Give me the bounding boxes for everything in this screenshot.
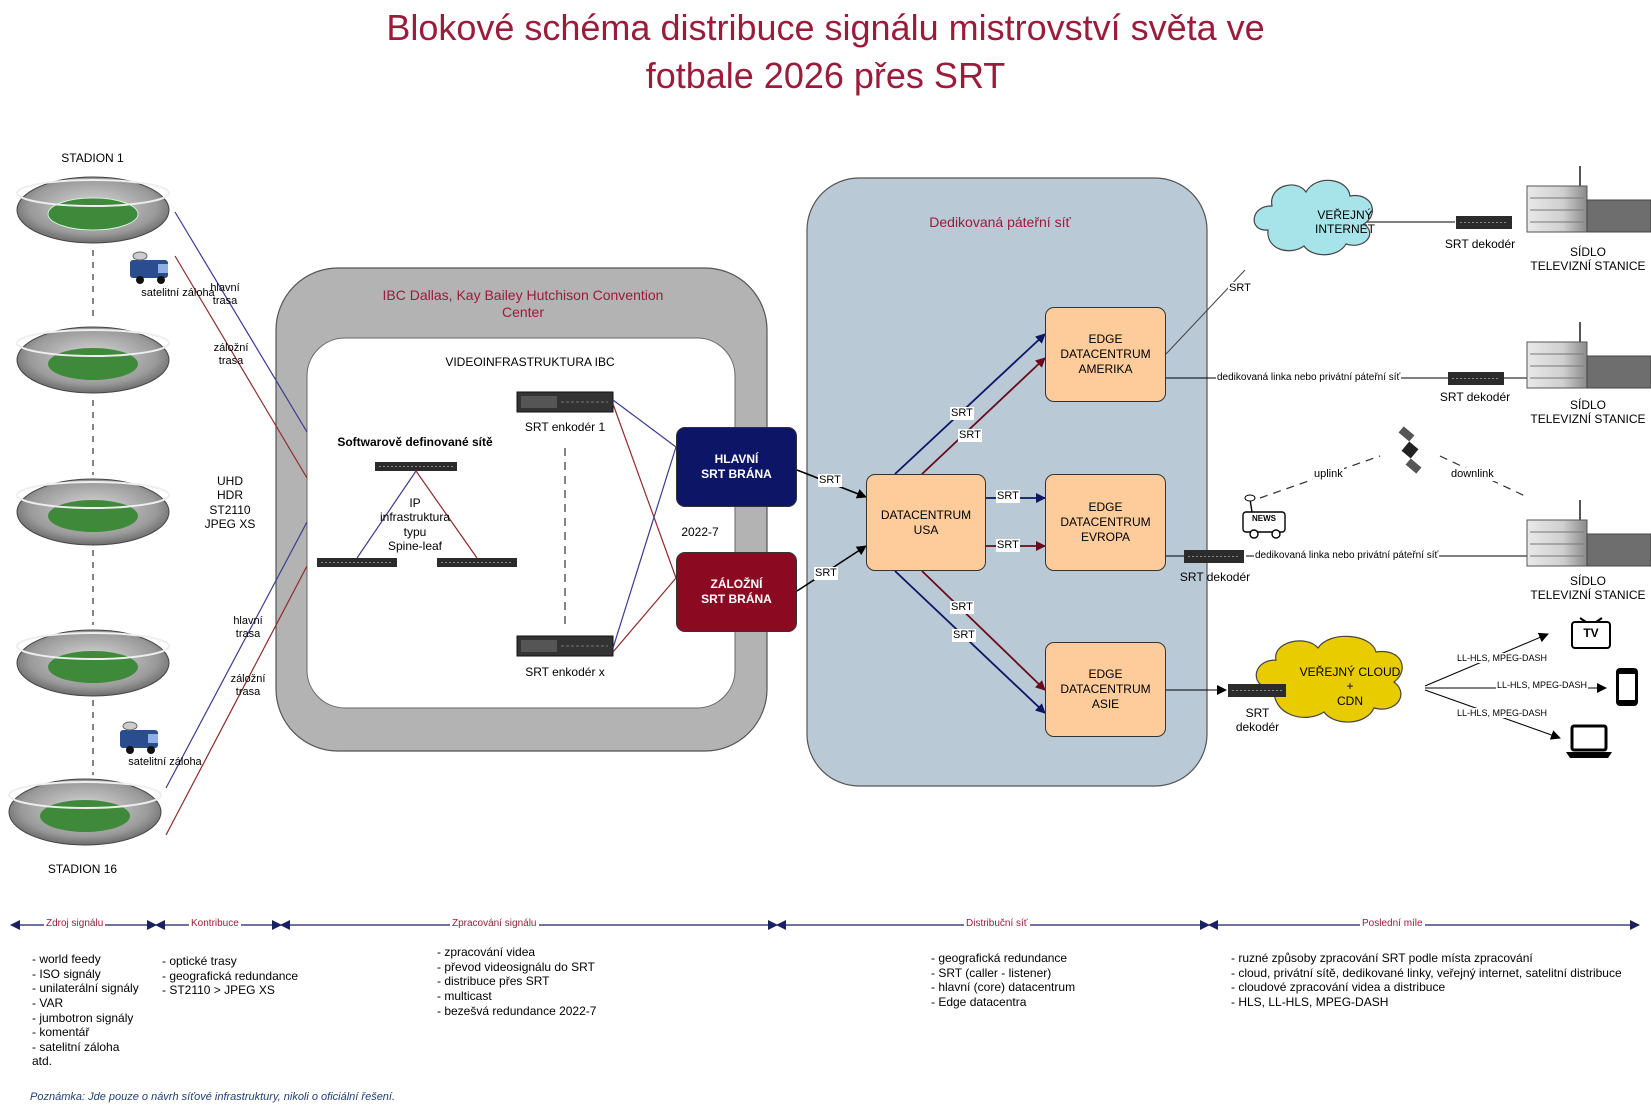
tv-station-building-icon-3 (1527, 500, 1651, 566)
srt-label-europe-backup: SRT (996, 539, 1020, 552)
phase-items-contribution: - optické trasy - geografická redundance… (162, 954, 298, 998)
srt-label-internet: SRT (1228, 282, 1252, 295)
tv-station-building-icon-1 (1527, 166, 1651, 232)
sdn-title: Softwarově definované sítě (330, 435, 500, 449)
srt-decoder-icon-dedicated (1448, 372, 1504, 385)
phase-label-last-mile: Poslední míle (1360, 918, 1425, 929)
srt-decoder-icon-asia (1228, 684, 1286, 697)
srt-encoder-x-label: SRT enkodér x (505, 665, 625, 679)
phase-label-source: Zdroj signálu (44, 918, 105, 929)
leaf-switch-left-icon (317, 558, 397, 567)
hls-label-laptop: LL-HLS, MPEG-DASH (1456, 708, 1548, 718)
phase-label-processing: Zpracování signálu (450, 918, 539, 929)
stadium-3-image (17, 479, 169, 545)
stadium-2-image (17, 327, 169, 393)
srt-decoder-label-dedicated: SRT dekodér (1425, 390, 1525, 404)
satellite-van-icon-bottom (120, 722, 158, 754)
srt-label-america-backup: SRT (958, 429, 982, 442)
phase-label-contribution: Kontribuce (189, 918, 241, 929)
srt-encoder-x-icon (517, 636, 613, 656)
dedicated-line-label-europe: dedikovaná linka nebo privátní páteřní s… (1254, 550, 1439, 562)
satellite-icon (1399, 426, 1422, 473)
srt-label-backup-gateway: SRT (814, 567, 838, 580)
phase-items-processing: - zpracování videa - převod videosignálu… (437, 945, 596, 1018)
satellite-backup-label-bottom: satelitní záloha (95, 756, 235, 769)
satellite-van-icon-top (130, 252, 168, 284)
news-van-label: NEWS (1245, 514, 1283, 524)
srt-label-america-main: SRT (950, 407, 974, 420)
stadium-16-label: STADION 16 (20, 862, 145, 876)
laptop-icon (1566, 726, 1612, 758)
stadium-1-label: STADION 1 (40, 151, 145, 165)
srt-label-europe-main: SRT (996, 490, 1020, 503)
public-cloud-cdn-label: VEŘEJNÝ CLOUD+CDN (1290, 665, 1410, 708)
redundancy-label: 2022-7 (670, 525, 730, 539)
hls-label-phone: LL-HLS, MPEG-DASH (1496, 680, 1588, 690)
stadium-16-image (9, 779, 161, 845)
phase-items-last-mile: - ruzné způsoby zpracování SRT podle mís… (1231, 951, 1622, 1010)
phase-label-distribution: Distribuční síť (964, 918, 1030, 929)
downlink-label: downlink (1450, 468, 1495, 481)
dedicated-line-label-america: dedikovaná linka nebo privátní páteřní s… (1216, 372, 1401, 384)
uplink-label: uplink (1313, 468, 1344, 481)
smartphone-icon (1616, 668, 1638, 706)
tv-icon-label: TV (1574, 626, 1608, 640)
spine-switch-icon (375, 462, 457, 471)
srt-decoder-label-europe: SRT dekodér (1165, 570, 1265, 584)
srt-label-asia-backup: SRT (950, 601, 974, 614)
srt-encoder-1-label: SRT enkodér 1 (505, 420, 625, 434)
ibc-inner-title: VIDEOINFRASTRUKTURA IBC (420, 355, 640, 369)
stadium-1-image (17, 177, 169, 243)
leaf-switch-right-icon (437, 558, 517, 567)
ibc-title: IBC Dallas, Kay Bailey Hutchison Convent… (358, 287, 688, 321)
phase-items-source: - world feedy - ISO signály - unilaterál… (32, 952, 139, 1069)
tv-station-building-icon-2 (1527, 322, 1651, 388)
srt-encoder-1-icon (517, 392, 613, 412)
srt-decoder-icon-europe (1184, 550, 1244, 563)
srt-decoder-label-internet: SRT dekodér (1430, 237, 1530, 251)
backbone-title: Dedikovaná páteřní síť (900, 214, 1100, 231)
hls-label-tv: LL-HLS, MPEG-DASH (1456, 653, 1548, 663)
stadium-4-image (17, 630, 169, 696)
srt-label-asia-main: SRT (952, 629, 976, 642)
srt-label-main-gateway: SRT (818, 474, 842, 487)
phase-items-distribution: - geografická redundance - SRT (caller -… (931, 951, 1075, 1010)
disclaimer-note: Poznámka: Jde pouze o návrh síťové infra… (30, 1091, 395, 1103)
srt-decoder-icon-internet (1456, 216, 1512, 229)
